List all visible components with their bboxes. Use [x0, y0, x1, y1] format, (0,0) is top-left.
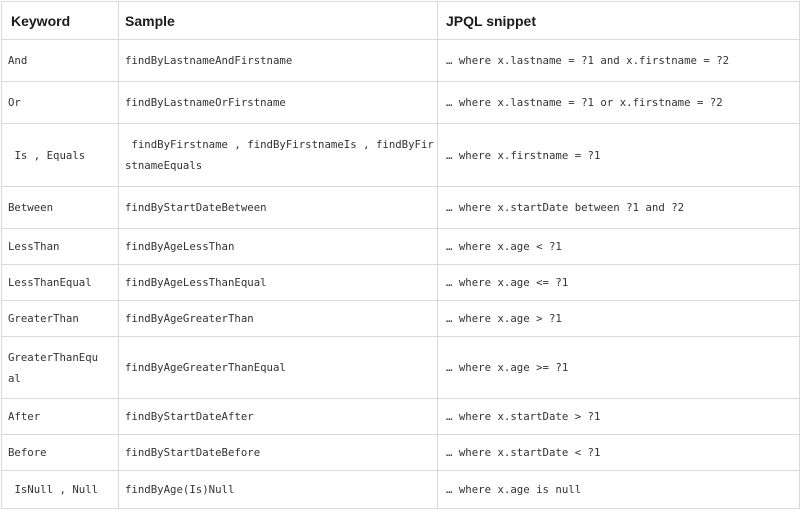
- sample-cell: findByLastnameOrFirstname: [118, 81, 438, 124]
- jpql-cell: … where x.startDate < ?1: [437, 434, 800, 471]
- jpql-cell: … where x.age < ?1: [437, 228, 800, 265]
- table-row: And findByLastnameAndFirstname … where x…: [1, 39, 800, 82]
- keyword-cell: Before: [1, 434, 119, 471]
- sample-cell: findByLastnameAndFirstname: [118, 39, 438, 82]
- jpql-cell: … where x.lastname = ?1 and x.firstname …: [437, 39, 800, 82]
- column-header-sample: Sample: [118, 1, 438, 40]
- column-header-keyword: Keyword: [1, 1, 119, 40]
- sample-cell: findByStartDateBetween: [118, 186, 438, 229]
- keyword-cell: Between: [1, 186, 119, 229]
- keyword-cell: IsNull , Null: [1, 470, 119, 509]
- header-row: Keyword Sample JPQL snippet: [1, 1, 800, 40]
- keyword-cell: Is , Equals: [1, 123, 119, 187]
- table-row: GreaterThan findByAgeGreaterThan … where…: [1, 300, 800, 337]
- jpql-cell: … where x.age > ?1: [437, 300, 800, 337]
- sample-cell: findByStartDateBefore: [118, 434, 438, 471]
- jpql-cell: … where x.startDate between ?1 and ?2: [437, 186, 800, 229]
- sample-cell: findByAgeLessThanEqual: [118, 264, 438, 301]
- sample-cell: findByAgeLessThan: [118, 228, 438, 265]
- keyword-cell: GreaterThan: [1, 300, 119, 337]
- table-body: And findByLastnameAndFirstname … where x…: [1, 39, 800, 509]
- column-header-jpql-snippet: JPQL snippet: [437, 1, 800, 40]
- jpql-cell: … where x.startDate > ?1: [437, 398, 800, 435]
- table-row: Is , Equals findByFirstname , findByFirs…: [1, 123, 800, 187]
- sample-cell: findByAgeGreaterThan: [118, 300, 438, 337]
- table-row: Between findByStartDateBetween … where x…: [1, 186, 800, 229]
- sample-cell: findByAgeGreaterThanEqual: [118, 336, 438, 399]
- keyword-cell: After: [1, 398, 119, 435]
- sample-cell: findByFirstname , findByFirstnameIs , fi…: [118, 123, 438, 187]
- table-row: LessThan findByAgeLessThan … where x.age…: [1, 228, 800, 265]
- table-row: Before findByStartDateBefore … where x.s…: [1, 434, 800, 471]
- jpql-cell: … where x.age <= ?1: [437, 264, 800, 301]
- table-row: IsNull , Null findByAge(Is)Null … where …: [1, 470, 800, 509]
- keyword-cell: LessThanEqual: [1, 264, 119, 301]
- table-row: GreaterThanEqual findByAgeGreaterThanEqu…: [1, 336, 800, 399]
- keyword-cell: Or: [1, 81, 119, 124]
- jpql-cell: … where x.age is null: [437, 470, 800, 509]
- table-row: Or findByLastnameOrFirstname … where x.l…: [1, 81, 800, 124]
- jpql-cell: … where x.firstname = ?1: [437, 123, 800, 187]
- table-row: After findByStartDateAfter … where x.sta…: [1, 398, 800, 435]
- jpql-cell: … where x.lastname = ?1 or x.firstname =…: [437, 81, 800, 124]
- keyword-cell: And: [1, 39, 119, 82]
- sample-cell: findByAge(Is)Null: [118, 470, 438, 509]
- jpql-cell: … where x.age >= ?1: [437, 336, 800, 399]
- keyword-cell: GreaterThanEqual: [1, 336, 119, 399]
- keyword-cell: LessThan: [1, 228, 119, 265]
- table-row: LessThanEqual findByAgeLessThanEqual … w…: [1, 264, 800, 301]
- sample-cell: findByStartDateAfter: [118, 398, 438, 435]
- table-header: Keyword Sample JPQL snippet: [1, 1, 800, 40]
